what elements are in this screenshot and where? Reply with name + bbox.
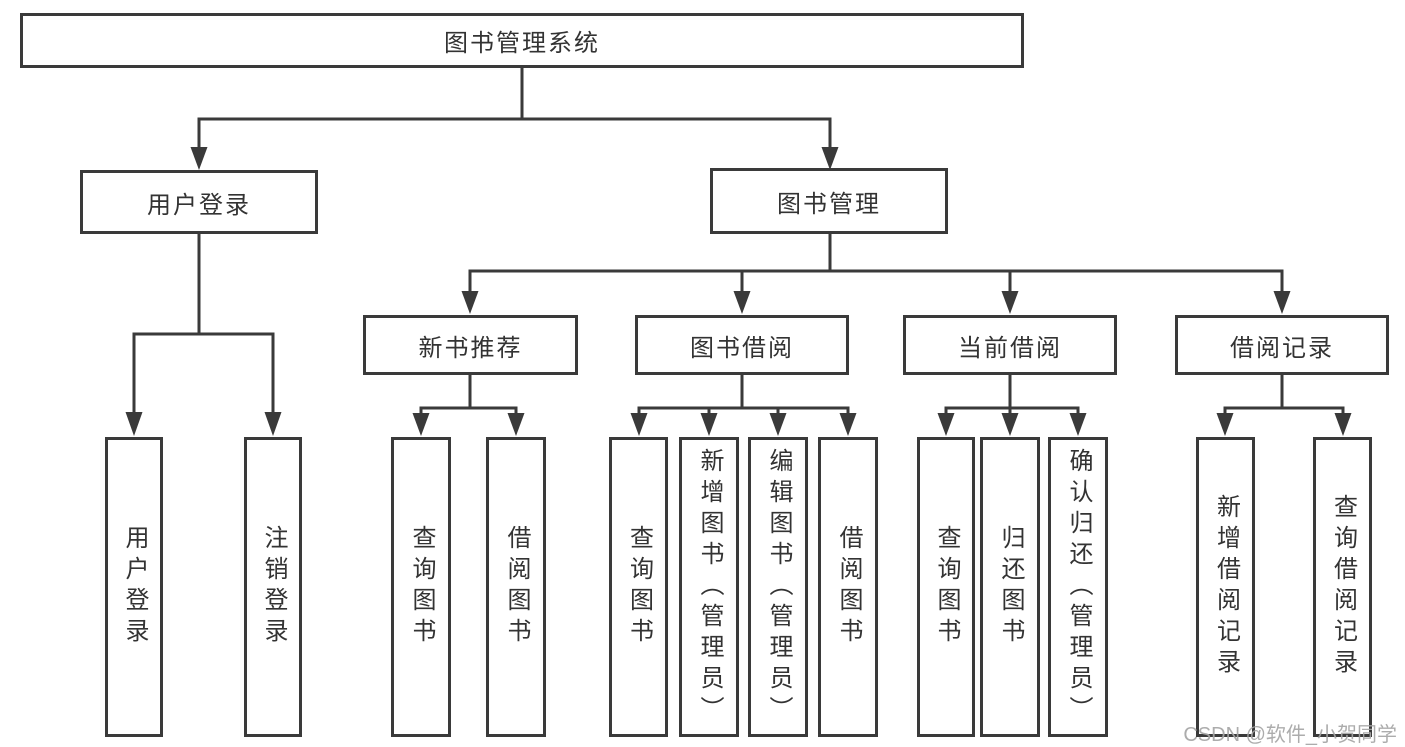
leaf-query-books-current: 查询图书 bbox=[917, 437, 975, 737]
leaf-logout: 注销登录 bbox=[244, 437, 302, 737]
node-library-management-system: 图书管理系统 bbox=[20, 13, 1024, 68]
node-new-book-recommend: 新书推荐 bbox=[363, 315, 578, 375]
node-book-borrow: 图书借阅 bbox=[635, 315, 849, 375]
node-current-borrow: 当前借阅 bbox=[903, 315, 1117, 375]
leaf-confirm-return-admin: 确认归还（管理员） bbox=[1048, 437, 1108, 737]
arrowhead-icons bbox=[125, 147, 1352, 436]
node-book-management: 图书管理 bbox=[710, 168, 948, 234]
csdn-watermark: CSDN @软件_小贺同学 bbox=[1183, 724, 1397, 746]
leaf-add-books-admin: 新增图书（管理员） bbox=[679, 437, 739, 737]
node-borrow-record: 借阅记录 bbox=[1175, 315, 1389, 375]
leaf-add-borrow-record: 新增借阅记录 bbox=[1196, 437, 1255, 737]
leaf-edit-books-admin: 编辑图书（管理员） bbox=[748, 437, 808, 737]
leaf-return-books: 归还图书 bbox=[980, 437, 1040, 737]
leaf-borrow-books-recommend: 借阅图书 bbox=[486, 437, 546, 737]
leaf-user-login: 用户登录 bbox=[105, 437, 163, 737]
node-user-login: 用户登录 bbox=[80, 170, 318, 234]
leaf-query-books-borrow: 查询图书 bbox=[609, 437, 668, 737]
leaf-query-books-recommend: 查询图书 bbox=[391, 437, 451, 737]
leaf-borrow-books: 借阅图书 bbox=[818, 437, 878, 737]
leaf-query-borrow-record: 查询借阅记录 bbox=[1313, 437, 1372, 737]
